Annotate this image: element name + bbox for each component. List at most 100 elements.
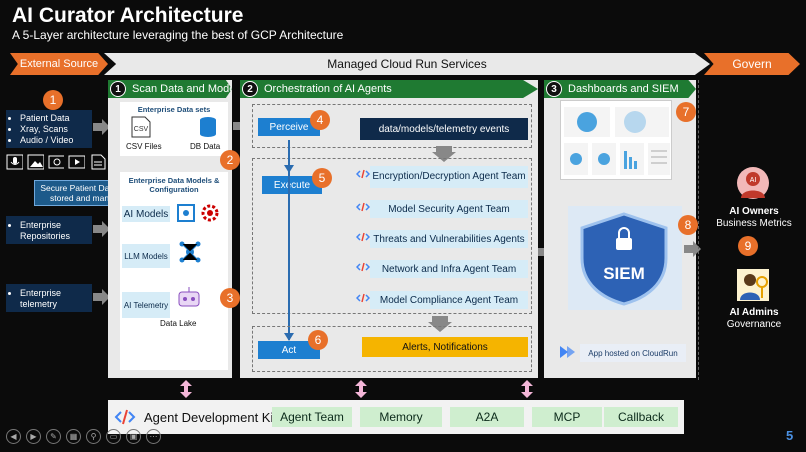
adk-agent-icon (356, 293, 370, 303)
csv-file-icon: CSV (131, 116, 151, 138)
admins-subtitle: Governance (726, 319, 782, 330)
adk-pill-a2a: A2A (450, 407, 524, 427)
agent-team-item: Encryption/Decryption Agent Team (370, 166, 528, 188)
hosted-label: App hosted on CloudRun (580, 344, 686, 362)
csv-label: CSV Files (126, 142, 162, 151)
adk-agent-icon (356, 169, 370, 179)
image-icon (27, 154, 44, 170)
adk-pill-memory: Memory (360, 407, 442, 427)
next-slide-button[interactable]: ▶ (26, 429, 41, 444)
layer-1-number: 1 (110, 81, 126, 97)
presentation-toolbar: ◀ ▶ ✎ ▦ ⚲ ▭ ▣ ⋯ (6, 429, 161, 444)
perceive-zone (252, 104, 532, 148)
dashboard-thumbnail (560, 100, 672, 180)
adk-agent-icon (356, 202, 370, 212)
alerts-box: Alerts, Notifications (362, 337, 528, 357)
adk-pill-callback: Callback (604, 407, 678, 427)
agent-team-item: Threats and Vulnerabilities Agents (370, 230, 528, 248)
arrow-down-icon (428, 316, 452, 332)
datasets-card: Enterprise Data sets CSV CSV Files DB Da… (120, 102, 228, 156)
pen-tool-button[interactable]: ✎ (46, 429, 61, 444)
siem-label: SIEM (603, 264, 645, 283)
patient-item: Xray, Scans (20, 124, 92, 135)
telemetry-robot-icon (178, 287, 200, 307)
arrow-right-icon (93, 289, 110, 305)
layer-2-number: 2 (242, 81, 258, 97)
step-badge-2: 2 (220, 150, 240, 170)
csv-icon-text: CSV (134, 126, 149, 133)
arrow-down-icon (284, 165, 294, 173)
more-options-button[interactable]: ⋯ (146, 429, 161, 444)
step-badge-1: 1 (43, 90, 63, 110)
adk-agent-icon (356, 232, 370, 242)
events-box: data/models/telemetry events (360, 118, 528, 140)
ai-telemetry-label: AI Telemetry (122, 292, 170, 318)
layer-1-label: Scan Data and Models (132, 83, 232, 95)
step-badge-9: 9 (738, 236, 758, 256)
agent-team-list: Encryption/Decryption Agent Team Model S… (356, 166, 530, 310)
adk-agent-icon (356, 262, 370, 272)
ai-chip-icon (177, 204, 219, 222)
double-arrow-icon (180, 380, 192, 398)
arrow-right-icon (93, 119, 110, 135)
page-title: AI Curator Architecture (12, 4, 244, 27)
repositories-label: Enterprise Repositories (20, 220, 92, 242)
agent-team-item: Network and Infra Agent Team (370, 260, 528, 278)
page-subtitle: A 5-Layer architecture leveraging the be… (12, 28, 344, 42)
photo-icon (48, 155, 65, 169)
step-badge-7: 7 (676, 102, 696, 122)
step-badge-6: 6 (308, 330, 328, 350)
db-label: DB Data (190, 142, 221, 151)
agent-team-item: Model Security Agent Team (370, 200, 528, 218)
database-icon (200, 117, 216, 137)
telemetry-label: Enterprise telemetry (20, 288, 92, 310)
layer-3-label: Dashboards and SIEM (568, 83, 679, 95)
owners-subtitle: Business Metrics (716, 218, 792, 229)
layer-3-number: 3 (546, 81, 562, 97)
admins-title: AI Admins (729, 307, 779, 318)
ai-owner-avatar-icon: AI (737, 167, 769, 199)
govern-divider (698, 80, 699, 380)
layer-1-tab: Scan Data and Models (108, 80, 232, 98)
page-number: 5 (786, 428, 794, 443)
arrow-right-icon (684, 241, 701, 257)
dashboard-preview-icon (564, 107, 670, 175)
arrow-down-icon (284, 333, 294, 341)
act-zone (252, 326, 532, 372)
step-badge-3: 3 (220, 288, 240, 308)
adk-bar: Agent Development Kit Agent Team Memory … (108, 400, 684, 434)
llm-network-icon (179, 241, 201, 263)
arrow-down-icon (432, 146, 456, 162)
adk-pill-mcp: MCP (532, 407, 602, 427)
camera-button[interactable]: ▣ (126, 429, 141, 444)
microphone-icon (6, 154, 23, 170)
govern-header: Govern (704, 53, 800, 75)
patient-item: Audio / Video (20, 135, 92, 146)
agent-team-item: Model Compliance Agent Team (370, 291, 528, 309)
layer-2-tab: Orchestration of AI Agents (240, 80, 538, 98)
telemetry-box: Enterprise telemetry (6, 284, 92, 312)
step-badge-4: 4 (310, 110, 330, 130)
llm-models-label: LLM Models (122, 244, 170, 268)
owners-title: AI Owners (729, 206, 779, 217)
models-card: Enterprise Data Models & Configuration A… (120, 172, 228, 370)
double-arrow-icon (355, 380, 367, 398)
video-icon (68, 155, 86, 169)
previous-slide-button[interactable]: ◀ (6, 429, 21, 444)
adk-label: Agent Development Kit (144, 410, 277, 425)
execute-box: Execute (262, 176, 322, 194)
ai-admin-avatar-icon (737, 269, 769, 301)
execute-zone (252, 158, 532, 314)
siem-shield-icon (580, 212, 668, 306)
step-badge-5: 5 (312, 168, 332, 188)
patient-item: Patient Data (20, 113, 92, 124)
managed-services-header: Managed Cloud Run Services (104, 53, 710, 75)
subtitles-button[interactable]: ▭ (106, 429, 121, 444)
zoom-button[interactable]: ⚲ (86, 429, 101, 444)
patient-data-box: Patient Data Xray, Scans Audio / Video (6, 110, 92, 148)
layer-2-label: Orchestration of AI Agents (264, 83, 392, 95)
adk-pill-agent-team: Agent Team (272, 407, 352, 427)
ai-models-label: AI Models (122, 206, 170, 222)
step-badge-8: 8 (678, 215, 698, 235)
slides-grid-button[interactable]: ▦ (66, 429, 81, 444)
